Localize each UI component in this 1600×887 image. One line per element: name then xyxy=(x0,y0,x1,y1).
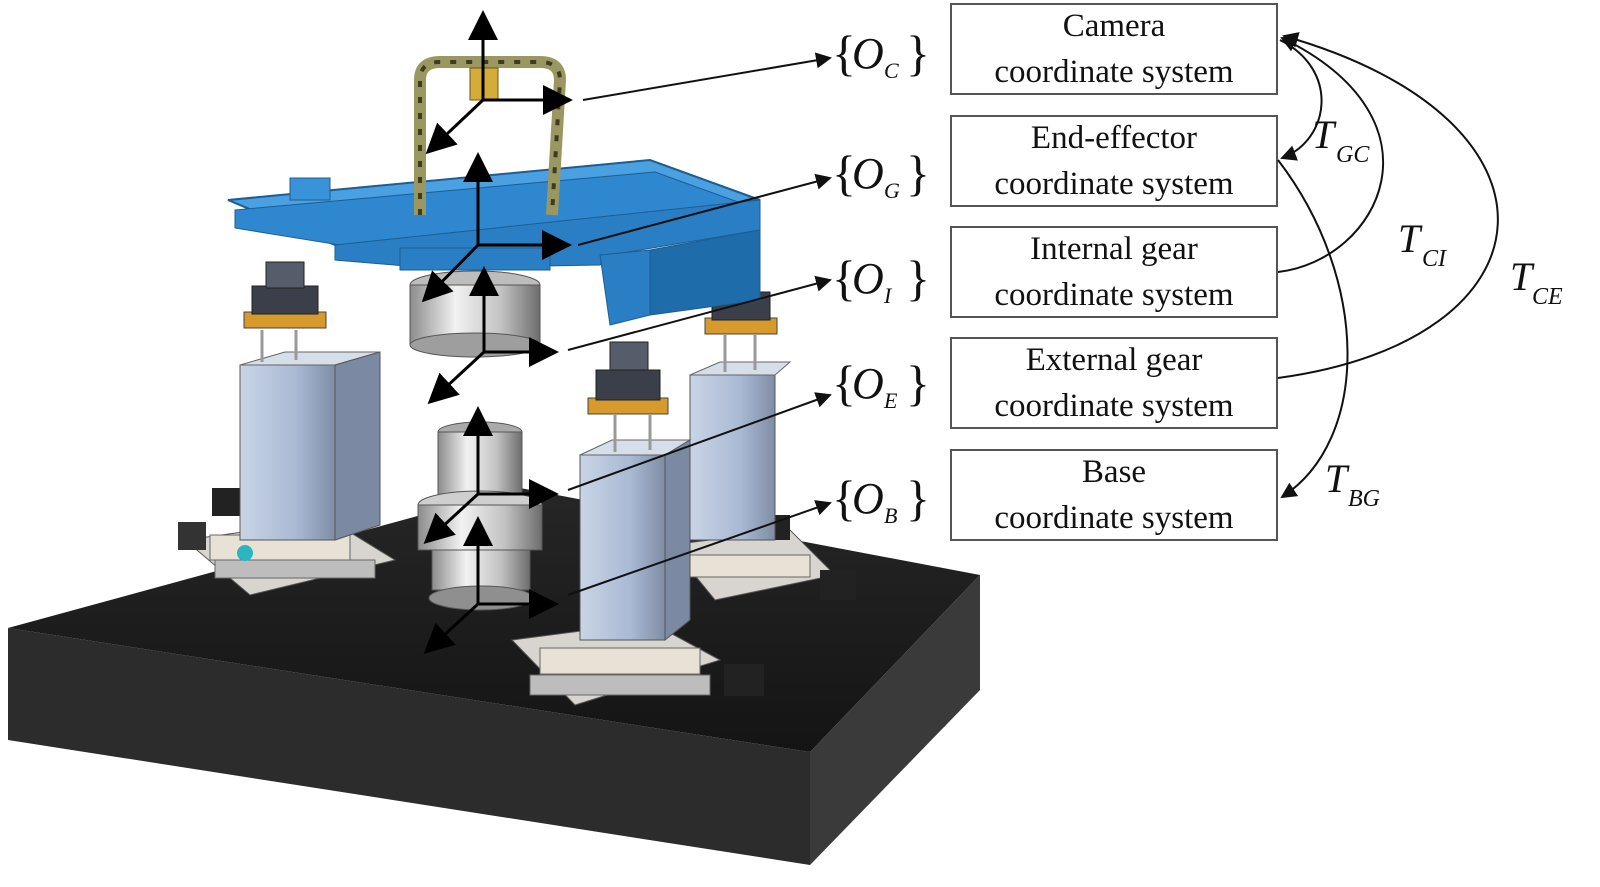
frame-axes-camera xyxy=(425,10,573,155)
pointer-camera xyxy=(582,52,832,101)
column-right-back xyxy=(689,267,792,541)
svg-text:Internal gear: Internal gear xyxy=(1030,231,1198,267)
svg-text:End-effector: End-effector xyxy=(1031,120,1197,156)
svg-text:{: { xyxy=(832,470,856,526)
frame-label-internal-gear: { O I } xyxy=(832,250,930,308)
frame-axes-end-effector xyxy=(421,152,572,303)
svg-text:}: } xyxy=(906,145,930,201)
svg-text:coordinate system: coordinate system xyxy=(994,54,1234,90)
frame-label-camera: { O C } xyxy=(832,25,930,83)
external-gear-part xyxy=(417,421,543,611)
curve-tgc xyxy=(1279,39,1323,161)
svg-text:O: O xyxy=(852,359,884,408)
svg-text:G: G xyxy=(884,178,900,203)
curve-tce xyxy=(1277,32,1499,379)
cs-box-internal-gear: Internal gear coordinate system xyxy=(950,226,1278,318)
column-left xyxy=(239,261,381,541)
svg-text:E: E xyxy=(883,388,898,413)
svg-text:CI: CI xyxy=(1422,246,1447,272)
curve-tbg xyxy=(1277,159,1349,499)
transform-label-tbg: T BG xyxy=(1325,456,1380,512)
linear-stage-right-back xyxy=(669,515,856,601)
transform-label-tci: T CI xyxy=(1398,216,1447,272)
svg-text:O: O xyxy=(852,474,884,523)
svg-text:}: } xyxy=(906,25,930,81)
cs-box-camera: Camera coordinate system xyxy=(950,3,1278,95)
svg-text:O: O xyxy=(852,29,884,78)
svg-text:I: I xyxy=(883,283,893,308)
svg-text:T: T xyxy=(1510,254,1535,299)
svg-text:{: { xyxy=(832,355,856,411)
svg-text:{: { xyxy=(832,25,856,81)
svg-text:}: } xyxy=(906,355,930,411)
frame-axes-internal-gear xyxy=(427,266,559,405)
pointer-base xyxy=(567,500,832,596)
svg-text:Camera: Camera xyxy=(1063,8,1166,44)
svg-text:}: } xyxy=(906,250,930,306)
svg-text:{: { xyxy=(832,145,856,201)
svg-text:O: O xyxy=(852,149,884,198)
svg-text:O: O xyxy=(852,254,884,303)
svg-text:CE: CE xyxy=(1532,284,1563,310)
frame-label-external-gear: { O E } xyxy=(832,355,930,413)
column-front xyxy=(579,341,692,642)
cs-box-end-effector: End-effector coordinate system xyxy=(950,115,1278,207)
svg-text:coordinate system: coordinate system xyxy=(994,500,1234,536)
frame-axes-external-gear xyxy=(423,406,559,545)
svg-text:coordinate system: coordinate system xyxy=(994,277,1234,313)
transform-label-tce: T CE xyxy=(1510,254,1563,310)
frame-axes-base xyxy=(423,516,559,655)
pointer-internal-gear xyxy=(567,275,832,351)
svg-text:C: C xyxy=(884,58,899,83)
pointer-external-gear xyxy=(567,392,832,491)
svg-text:External gear: External gear xyxy=(1026,342,1203,378)
svg-text:{: { xyxy=(832,250,856,306)
svg-text:GC: GC xyxy=(1336,142,1370,168)
svg-text:T: T xyxy=(1312,112,1337,157)
curve-tci xyxy=(1277,36,1384,273)
frame-label-base: { O B } xyxy=(832,470,930,528)
svg-text:coordinate system: coordinate system xyxy=(994,166,1234,202)
pointer-lines xyxy=(567,52,832,596)
svg-text:BG: BG xyxy=(1348,486,1380,512)
transform-label-tgc: T GC xyxy=(1312,112,1370,168)
cs-box-base: Base coordinate system xyxy=(950,449,1278,541)
transform-curves xyxy=(1277,32,1499,499)
internal-gear-part xyxy=(409,270,541,358)
svg-text:B: B xyxy=(884,503,897,528)
svg-text:coordinate system: coordinate system xyxy=(994,388,1234,424)
pointer-end-effector xyxy=(577,173,832,246)
svg-text:}: } xyxy=(906,470,930,526)
svg-text:T: T xyxy=(1325,456,1350,501)
cs-box-external-gear: External gear coordinate system xyxy=(950,337,1278,429)
svg-text:Base: Base xyxy=(1082,454,1146,490)
frame-label-end-effector: { O G } xyxy=(832,145,930,203)
svg-text:T: T xyxy=(1398,216,1423,261)
